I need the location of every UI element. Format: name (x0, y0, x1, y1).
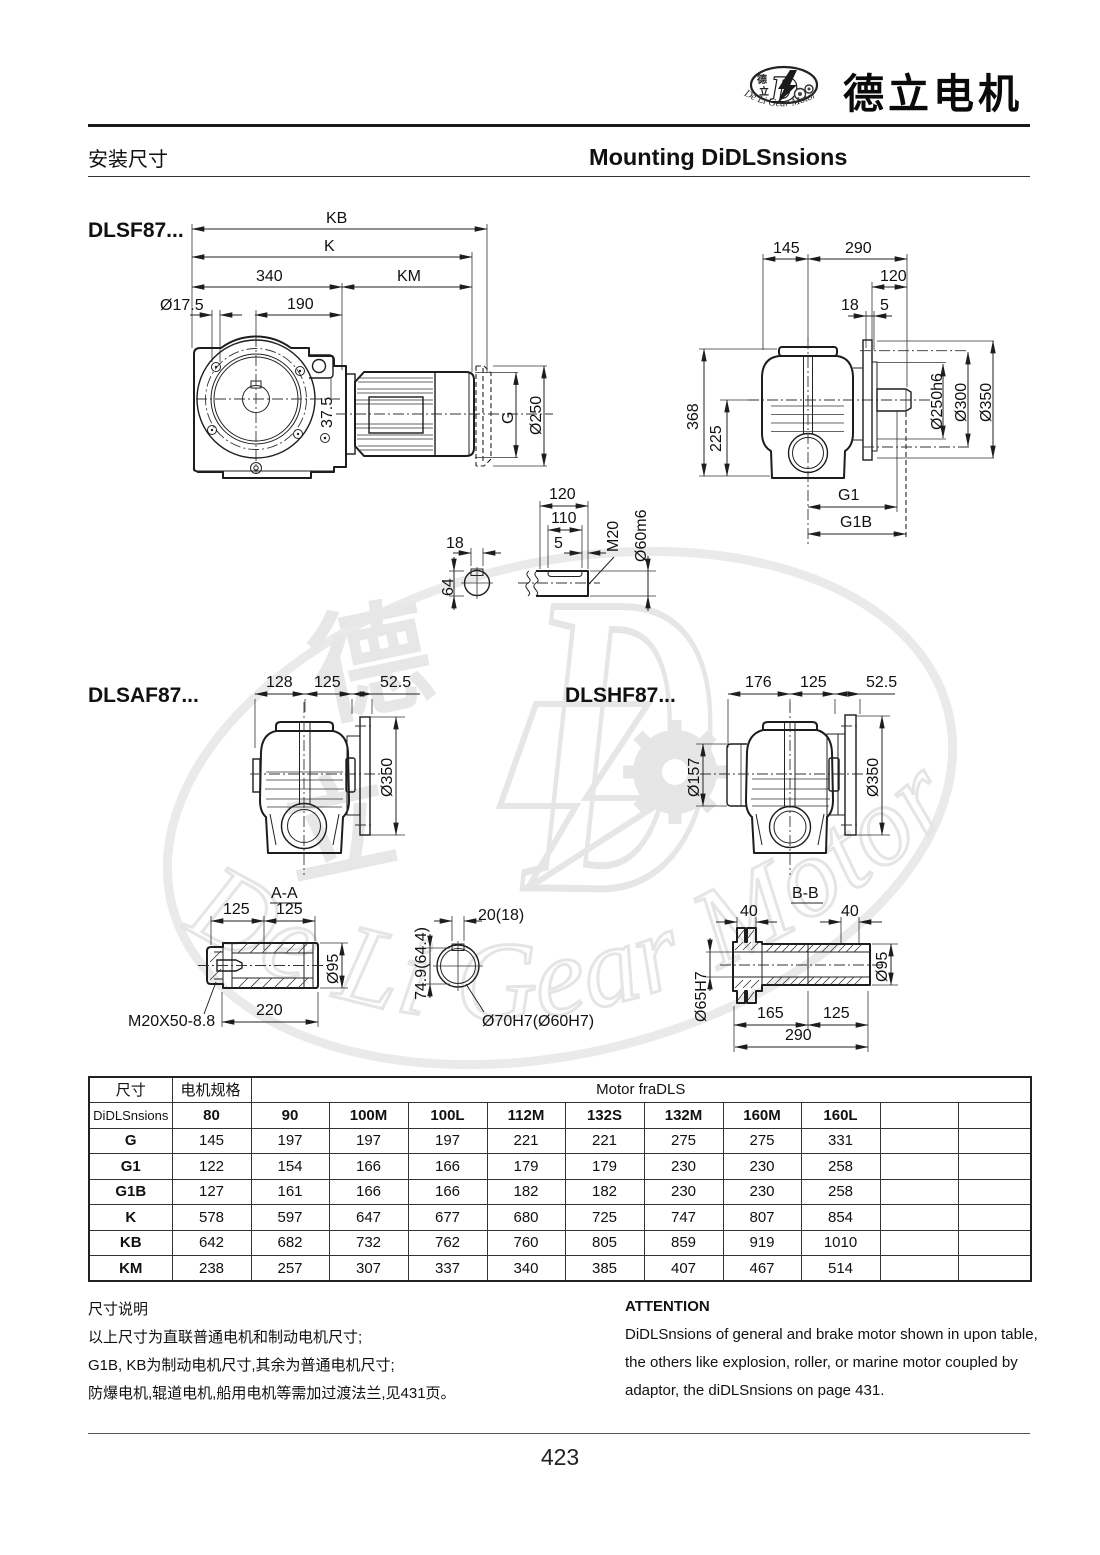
svg-text:Ø350: Ø350 (379, 758, 396, 797)
svg-text:368: 368 (685, 403, 702, 430)
svg-text:52.5: 52.5 (380, 674, 411, 691)
svg-text:KM: KM (397, 268, 421, 285)
svg-text:Ø300: Ø300 (953, 383, 970, 422)
svg-text:KB: KB (326, 210, 347, 227)
svg-text:290: 290 (785, 1027, 812, 1044)
svg-text:125: 125 (823, 1005, 850, 1022)
svg-text:Ø60m6: Ø60m6 (633, 509, 650, 562)
svg-text:Ø157: Ø157 (686, 758, 703, 797)
svg-text:立: 立 (759, 85, 769, 98)
svg-text:120: 120 (549, 486, 576, 503)
svg-text:128: 128 (266, 674, 293, 691)
svg-text:40: 40 (841, 903, 859, 920)
svg-text:125: 125 (223, 901, 250, 918)
svg-text:5: 5 (554, 535, 563, 552)
svg-text:Ø250h6: Ø250h6 (929, 373, 946, 430)
svg-text:145: 145 (773, 240, 800, 257)
svg-text:220: 220 (256, 1002, 283, 1019)
svg-text:125: 125 (276, 901, 303, 918)
svg-text:立: 立 (273, 758, 406, 900)
svg-text:110: 110 (551, 510, 577, 527)
svg-text:Ø65H7: Ø65H7 (693, 971, 710, 1022)
svg-text:K: K (324, 238, 335, 255)
svg-text:DLSHF87...: DLSHF87... (565, 684, 676, 707)
svg-text:德立电机: 德立电机 (843, 71, 1023, 117)
svg-text:G: G (500, 412, 517, 424)
svg-text:A-A: A-A (271, 885, 298, 902)
svg-text:DLSAF87...: DLSAF87... (88, 684, 199, 707)
svg-text:176: 176 (745, 674, 772, 691)
svg-text:G1: G1 (838, 487, 859, 504)
svg-text:18: 18 (841, 297, 859, 314)
svg-text:德: 德 (298, 587, 443, 742)
svg-text:B-B: B-B (792, 885, 819, 902)
svg-text:225: 225 (708, 425, 725, 452)
svg-text:Ø17.5: Ø17.5 (160, 297, 204, 314)
svg-text:37.5: 37.5 (319, 397, 336, 428)
svg-text:190: 190 (287, 296, 314, 313)
svg-text:德: 德 (756, 73, 767, 86)
svg-text:DLSF87...: DLSF87... (88, 219, 184, 242)
svg-text:Ø95: Ø95 (874, 952, 891, 982)
svg-text:340: 340 (256, 268, 283, 285)
svg-text:M20: M20 (605, 521, 622, 552)
svg-text:125: 125 (314, 674, 341, 691)
svg-text:18: 18 (446, 535, 464, 552)
svg-text:64: 64 (440, 578, 457, 596)
svg-text:M20X50-8.8: M20X50-8.8 (128, 1013, 215, 1030)
svg-text:74.9(64.4): 74.9(64.4) (413, 927, 430, 1000)
svg-text:G1B: G1B (840, 514, 872, 531)
svg-text:Ø250: Ø250 (528, 396, 545, 435)
svg-text:5: 5 (880, 297, 889, 314)
svg-text:52.5: 52.5 (866, 674, 897, 691)
svg-text:290: 290 (845, 240, 872, 257)
svg-text:40: 40 (740, 903, 758, 920)
svg-text:Ø70H7(Ø60H7): Ø70H7(Ø60H7) (482, 1013, 594, 1030)
svg-text:Ø350: Ø350 (865, 758, 882, 797)
svg-text:165: 165 (757, 1005, 784, 1022)
svg-text:125: 125 (800, 674, 827, 691)
svg-text:120: 120 (880, 268, 907, 285)
svg-text:Ø350: Ø350 (978, 383, 995, 422)
svg-text:20(18): 20(18) (478, 907, 524, 924)
svg-text:Ø95: Ø95 (325, 954, 342, 984)
